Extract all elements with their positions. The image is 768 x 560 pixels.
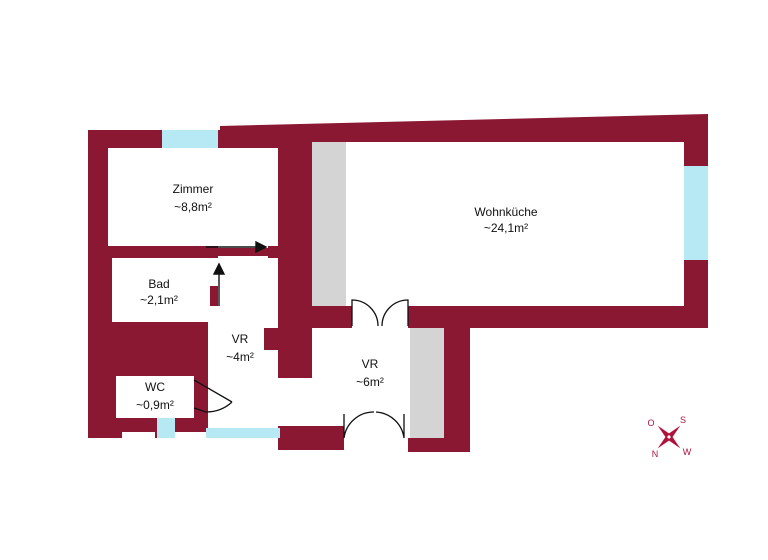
wall-zimmer-bottom-right bbox=[268, 246, 280, 258]
storage-areas bbox=[312, 142, 444, 438]
door-entry-left bbox=[343, 411, 375, 439]
wall-vr2-top-right bbox=[408, 306, 470, 328]
wall-bad-right bbox=[210, 286, 218, 306]
label-wohnkueche-area: ~24,1m² bbox=[484, 221, 528, 235]
door-entry-right bbox=[375, 411, 405, 439]
label-vr2-area: ~6m² bbox=[356, 375, 384, 389]
door-wohnkueche-left bbox=[351, 299, 379, 327]
compass-letter-east: W bbox=[683, 447, 692, 457]
label-wohnkueche-name: Wohnküche bbox=[474, 205, 537, 219]
window-vr1 bbox=[206, 428, 280, 438]
wall-wc-right bbox=[194, 376, 208, 408]
label-wc-name: WC bbox=[145, 380, 165, 394]
wall-vr2-top-left bbox=[278, 306, 352, 328]
label-vr2-name: VR bbox=[362, 357, 379, 371]
label-zimmer-name: Zimmer bbox=[173, 182, 214, 196]
wall-zimmer-bottom bbox=[108, 246, 218, 258]
door-wc bbox=[193, 379, 233, 413]
floor-wc bbox=[116, 376, 194, 418]
window-wc bbox=[157, 418, 175, 438]
door-wohnkueche-right bbox=[381, 299, 409, 327]
storage-wohnkueche bbox=[312, 142, 346, 306]
label-vr1-name: VR bbox=[232, 332, 249, 346]
label-vr1-area: ~4m² bbox=[226, 350, 254, 364]
label-bad-area: ~2,1m² bbox=[140, 293, 178, 307]
compass-center bbox=[667, 435, 671, 439]
doors bbox=[193, 299, 409, 439]
arrow-to-bad-head bbox=[212, 262, 226, 275]
direction-arrows bbox=[206, 240, 268, 306]
wall-pillar-small bbox=[264, 328, 280, 350]
label-bad-name: Bad bbox=[148, 277, 169, 291]
compass-letter-south: S bbox=[680, 415, 686, 425]
wall-central-pillar bbox=[278, 138, 312, 378]
label-wc-area: ~0,9m² bbox=[136, 398, 174, 412]
room-labels: Zimmer ~8,8m² Wohnküche ~24,1m² Bad ~2,1… bbox=[136, 182, 538, 412]
wall-vr2-bottom-left bbox=[278, 426, 344, 450]
floor-zimmer bbox=[108, 148, 278, 248]
compass-letter-north: N bbox=[652, 449, 659, 459]
window-zimmer bbox=[162, 130, 218, 148]
compass-letters: N S O W bbox=[647, 415, 691, 459]
wall-bad-bottom bbox=[108, 322, 208, 376]
floor-wohnkueche bbox=[312, 142, 684, 306]
floor-bad bbox=[112, 258, 210, 324]
window-wohnkueche bbox=[684, 166, 708, 260]
floors bbox=[108, 142, 684, 438]
storage-vr2 bbox=[410, 328, 444, 438]
compass-rose-icon bbox=[657, 425, 681, 449]
floor-door-to-wohnkueche bbox=[352, 300, 408, 330]
inner-walls bbox=[108, 138, 470, 450]
compass-letter-west: O bbox=[647, 418, 654, 428]
windows bbox=[157, 130, 708, 438]
floor-vr-link bbox=[278, 378, 312, 428]
label-zimmer-area: ~8,8m² bbox=[174, 200, 212, 214]
arrow-to-zimmer-head bbox=[255, 240, 268, 254]
